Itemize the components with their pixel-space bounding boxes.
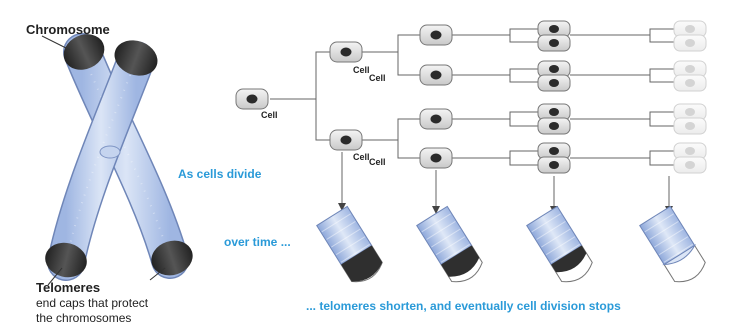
cell-gen2: [419, 108, 453, 130]
telomere-leader-line: [47, 267, 63, 286]
chromosome-illustration: [41, 33, 193, 286]
chromosome-leader-line: [41, 35, 71, 51]
cell-faded-pair: [673, 103, 707, 135]
cell-gen3-pair: [537, 60, 571, 92]
cell-gen1: [329, 129, 363, 151]
cell-gen2: [419, 64, 453, 86]
cell-label: Cell: [353, 65, 370, 75]
chromosome-end-segment: [526, 205, 593, 283]
cell-label: Cell: [353, 152, 370, 162]
cell-label: Cell: [369, 157, 386, 167]
cell-faded-pair: [673, 20, 707, 52]
telomere-cap: [63, 34, 105, 70]
telomeres-description-line-1: end caps that protect: [36, 296, 149, 310]
telomere-leader-line: [149, 267, 166, 281]
cell-root: [235, 88, 269, 110]
telomeres-description-line-2: the chromosomes: [36, 311, 132, 325]
chromatid-b: [47, 41, 155, 281]
as-cells-divide-label: As cells divide: [178, 167, 262, 181]
chromosome-end-segment: [639, 205, 706, 283]
cell-gen3-pair: [537, 103, 571, 135]
chromatid-a: [63, 33, 189, 279]
chromosome-end-segment: [316, 205, 383, 283]
telomere-cap: [45, 242, 87, 278]
cell-gen1: [329, 41, 363, 63]
telomere-shortening-segments: [316, 205, 706, 283]
cell-gen2: [419, 24, 453, 46]
chromosome-end-segment: [416, 205, 483, 283]
cell-gen2: [419, 147, 453, 169]
division-tree-lines: [270, 28, 674, 208]
arrow-heads: [338, 203, 673, 214]
over-time-label: over time ...: [224, 235, 291, 249]
cell-faded-pair: [673, 60, 707, 92]
telomere-cap: [114, 40, 158, 76]
telomere-cap: [151, 240, 193, 276]
cell-faded-pair: [673, 142, 707, 174]
conclusion-label: ... telomeres shorten, and eventually ce…: [306, 299, 621, 313]
cells: [235, 20, 707, 174]
chromosome-label: Chromosome: [26, 22, 110, 37]
cell-gen3-pair: [537, 20, 571, 52]
cell-label: Cell: [261, 110, 278, 120]
cell-label: Cell: [369, 73, 386, 83]
telomeres-title: Telomeres: [36, 280, 101, 295]
cell-gen3-pair: [537, 142, 571, 174]
